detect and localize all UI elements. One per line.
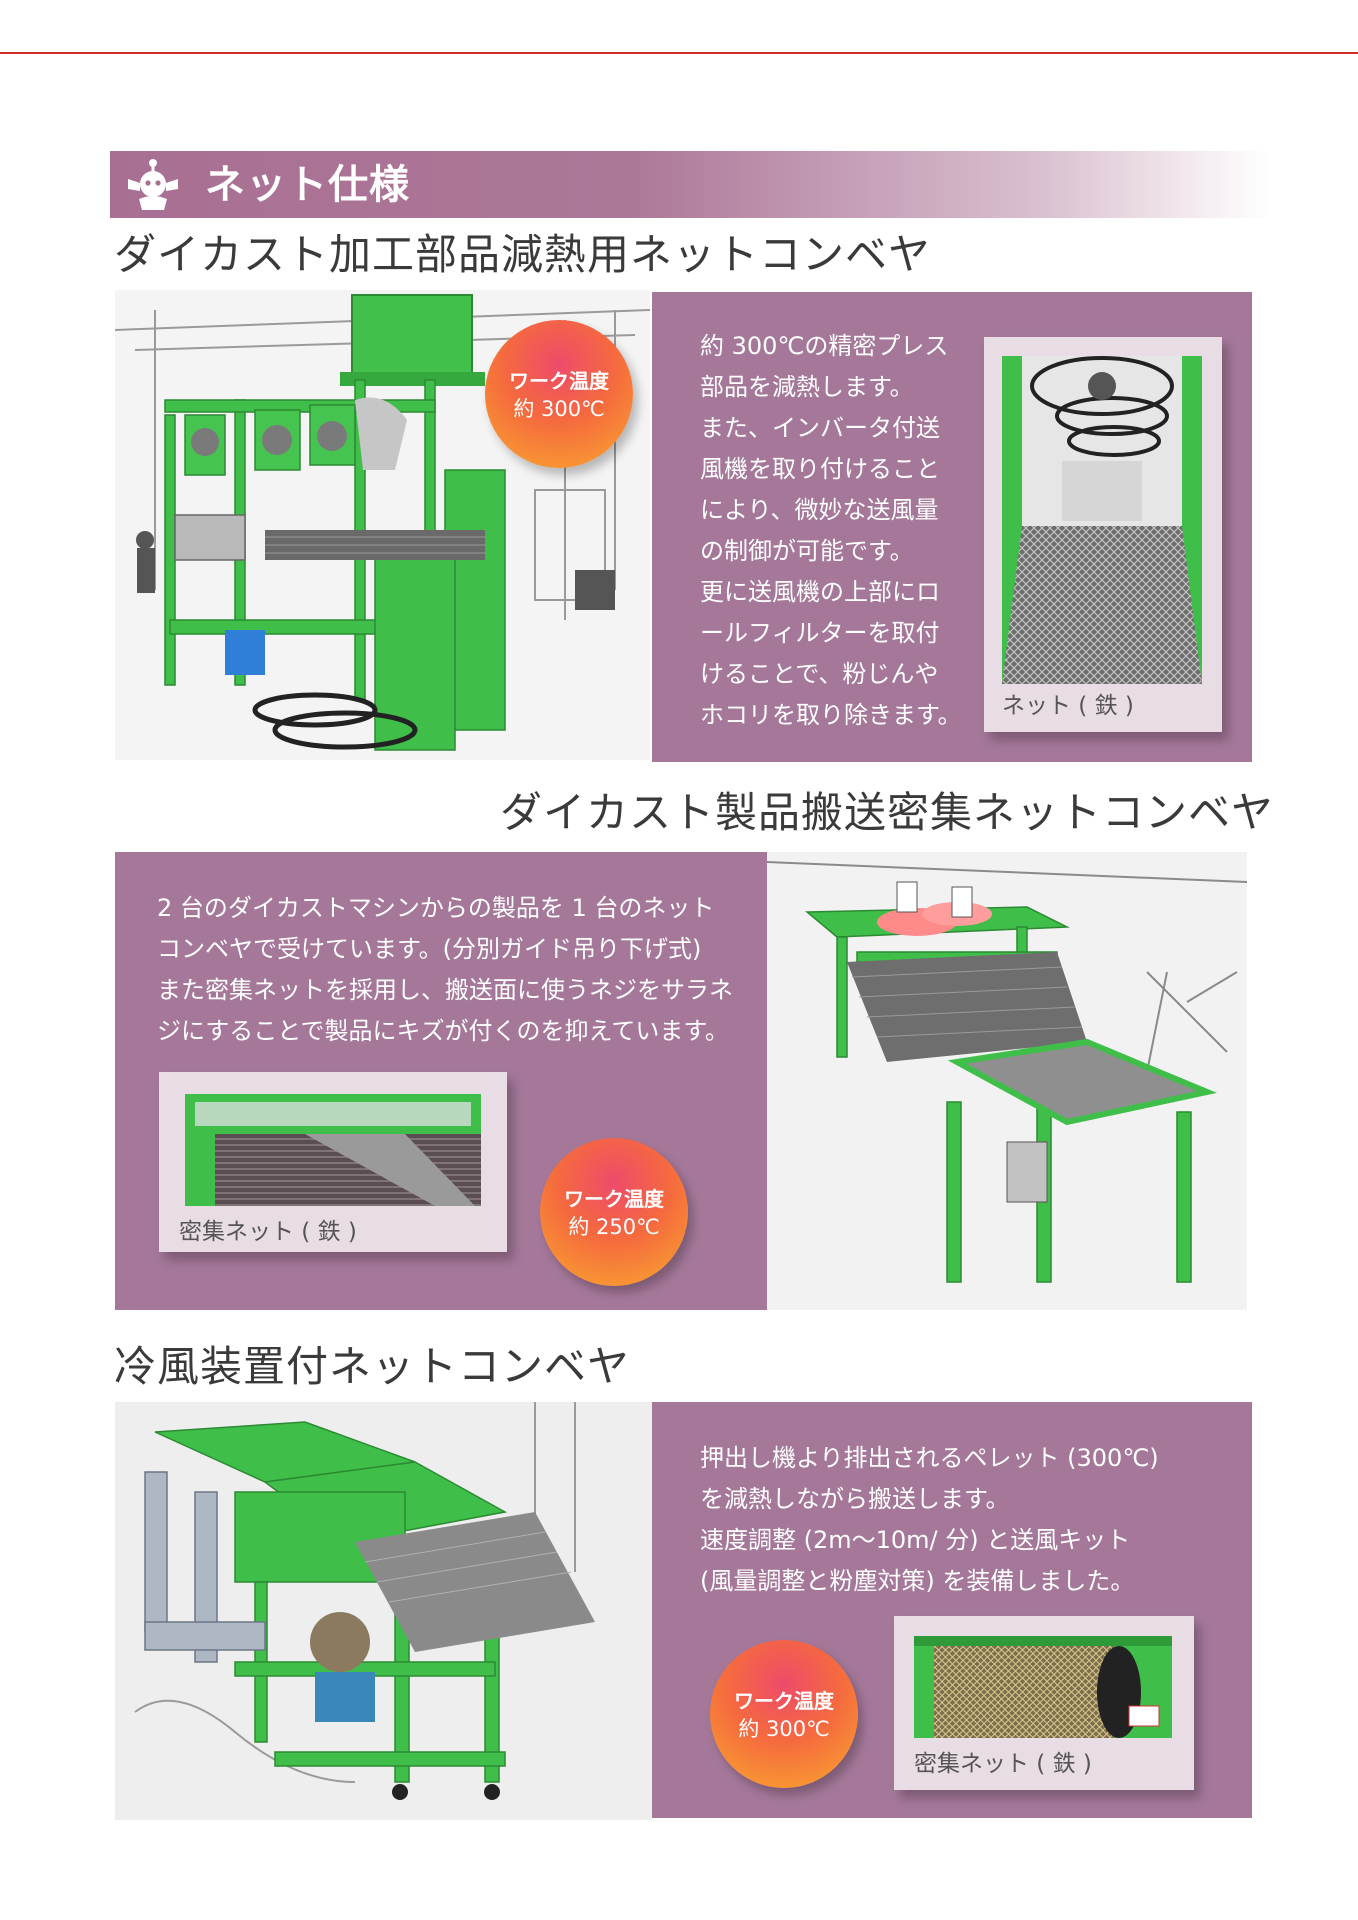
section-2-description: 2 台のダイカストマシンからの製品を 1 台のネット コンベヤで受けています。(… — [157, 894, 733, 1045]
section-1-title: ダイカスト加工部品減熱用ネットコンベヤ — [114, 230, 932, 279]
section-3-inset-caption: 密集ネット ( 鉄 ) — [914, 1751, 1092, 1777]
section-2-machine-photo — [767, 852, 1247, 1310]
section-3-description-panel: 押出し機より排出されるペレット (300℃) を減熱しながら搬送します。 速度調… — [652, 1402, 1252, 1818]
temperature-label: ワーク温度 — [734, 1689, 834, 1713]
section-3-inset-photo — [914, 1636, 1172, 1738]
temperature-label: ワーク温度 — [509, 369, 609, 393]
section-1-inset: ネット ( 鉄 ) — [984, 337, 1222, 732]
robot-mascot-icon — [128, 159, 178, 210]
header-title: ネット仕様 — [205, 162, 410, 208]
section-2-title: ダイカスト製品搬送密集ネットコンベヤ — [500, 788, 1275, 837]
section-3-description: 押出し機より排出されるペレット (300℃) を減熱しながら搬送します。 速度調… — [700, 1444, 1159, 1595]
section-2-inset: 密集ネット ( 鉄 ) — [159, 1072, 507, 1252]
temperature-value: 約 300℃ — [738, 1717, 830, 1741]
section-2-description-panel: 2 台のダイカストマシンからの製品を 1 台のネット コンベヤで受けています。(… — [115, 852, 767, 1310]
section-2-inset-photo — [185, 1094, 481, 1206]
section-1-description-panel: 約 300℃の精密プレス 部品を減熱します。 また、インバータ付送 風機を取り付… — [652, 292, 1252, 762]
section-3-inset: 密集ネット ( 鉄 ) — [894, 1616, 1194, 1790]
temperature-value: 約 250℃ — [568, 1215, 660, 1239]
section-1-inset-caption: ネット ( 鉄 ) — [1002, 693, 1134, 719]
section-3-temperature-badge: ワーク温度 約 300℃ — [710, 1640, 858, 1788]
net-spec-header: ネット仕様 — [110, 151, 1270, 218]
temperature-value: 約 300℃ — [513, 397, 605, 421]
section-2-inset-caption: 密集ネット ( 鉄 ) — [179, 1219, 357, 1245]
section-1-description: 約 300℃の精密プレス 部品を減熱します。 また、インバータ付送 風機を取り付… — [700, 332, 962, 729]
temperature-label: ワーク温度 — [564, 1187, 664, 1211]
section-2-temperature-badge: ワーク温度 約 250℃ — [540, 1138, 688, 1286]
section-3-title: 冷風装置付ネットコンベヤ — [114, 1342, 631, 1391]
section-1-temperature-badge: ワーク温度 約 300℃ — [485, 320, 633, 468]
section-3-machine-photo — [115, 1402, 652, 1820]
top-red-rule — [0, 52, 1358, 54]
section-1-inset-photo — [1002, 356, 1202, 684]
